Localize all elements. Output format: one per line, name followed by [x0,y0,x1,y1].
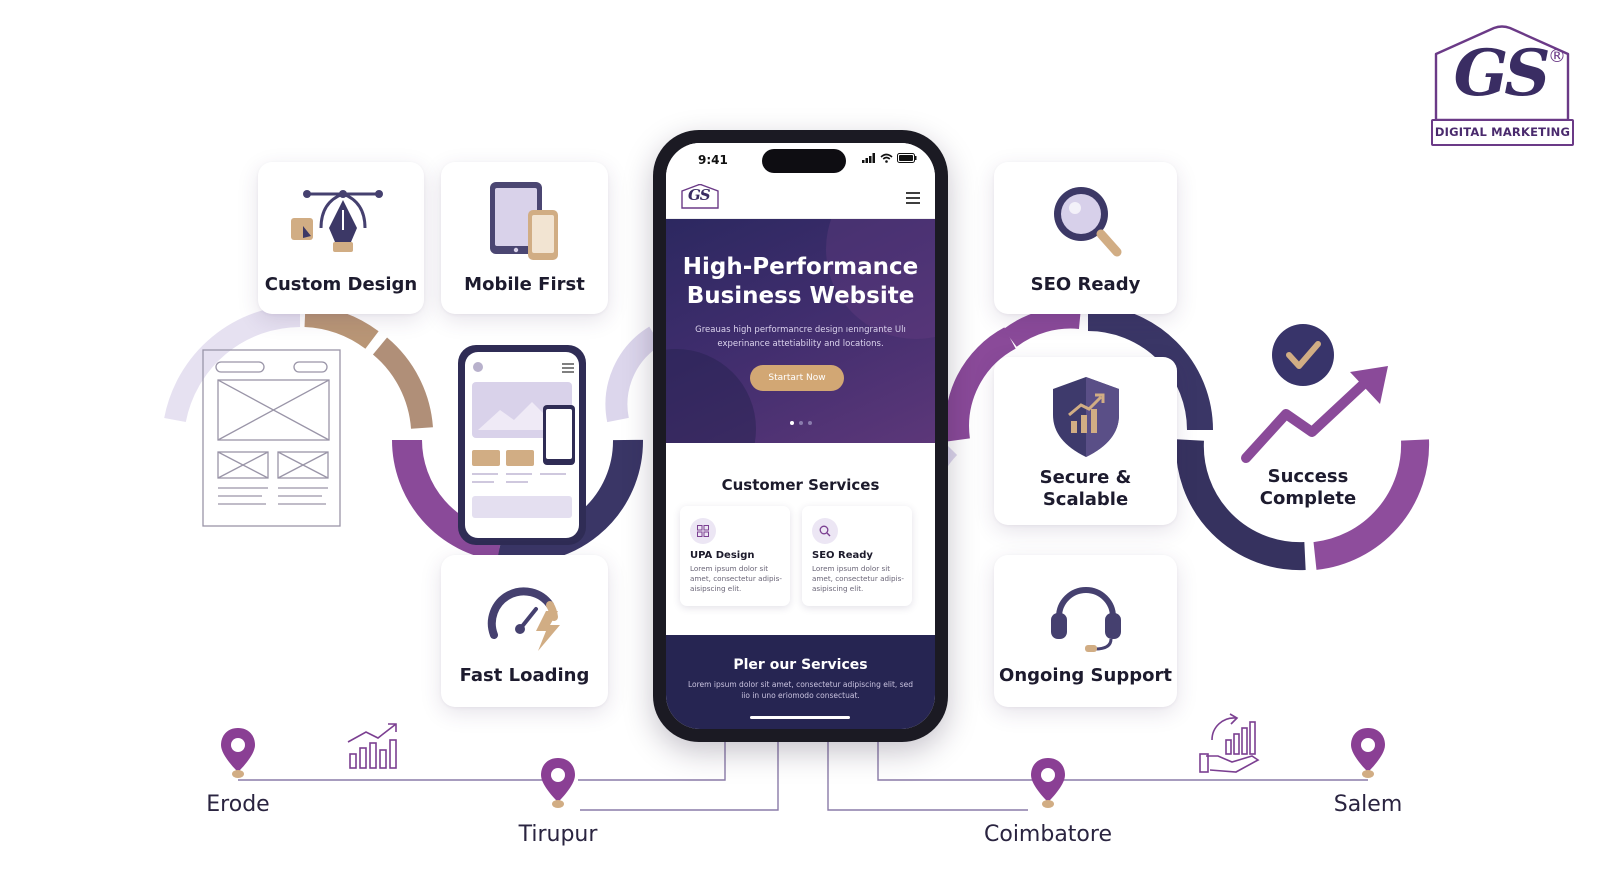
location-salem: Salem [1333,792,1403,817]
hero-banner: High-Performance Business Website Greaua… [666,219,935,443]
logo-text: GS [1453,36,1551,111]
pen-tool-icon [258,180,424,260]
mobile-mockup-illustration [458,345,586,545]
phone-mockup: 9:41 [653,130,948,742]
feature-card-secure-scalable[interactable]: Secure & Scalable [994,357,1177,525]
shield-chart-icon [994,373,1177,457]
feature-label: Custom Design [264,274,418,295]
dynamic-island [762,149,846,173]
carousel-dot[interactable] [798,421,803,425]
location-pin-icon [221,728,255,778]
feature-card-ongoing-support[interactable]: Ongoing Support [994,555,1177,707]
feature-label: Mobile First [464,274,585,295]
feature-card-seo-ready[interactable]: SEO Ready [994,162,1177,314]
feature-card-custom-design[interactable]: Custom Design [258,162,424,314]
status-bar: 9:41 [666,143,935,185]
service-title: UPA Design [690,550,755,561]
hamburger-menu-icon[interactable] [905,191,921,205]
feature-label: Fast Loading [459,665,590,686]
battery-icon [897,153,917,163]
hand-chart-icon [1199,713,1260,773]
feature-label: Ongoing Support [999,665,1172,686]
footer-title: Pler our Services [733,657,868,673]
brand-logo[interactable]: GS ® [1428,24,1576,150]
status-time: 9:41 [698,153,728,167]
feature-label: SEO Ready [1030,274,1141,295]
footer-text: Lorem ipsum dolor sit amet, consectetur … [688,680,913,700]
feature-label: Secure & Scalable [1039,467,1132,510]
app-logo-text: GS [688,186,711,204]
feature-card-mobile-first[interactable]: Mobile First [441,162,608,314]
carousel-dots[interactable] [666,421,935,425]
speedometer-icon [441,577,608,657]
location-tirupur: Tirupur [518,822,598,847]
headset-icon [994,575,1177,655]
phone-screen: 9:41 [666,143,935,729]
location-coimbatore: Coimbatore [984,822,1112,847]
signal-icon [862,153,875,163]
location-pin-icon [1351,728,1385,778]
magnifier-icon [994,180,1177,260]
hero-text: Greauas high performancre design ıenngra… [695,325,906,349]
brand-subtitle: DIGITAL MARKETING [1431,119,1574,146]
grid-icon [690,518,716,544]
service-text: Lorem ipsum dolor sit amet, consectetur … [690,564,782,593]
search-icon [812,518,838,544]
success-complete-label: Success Complete [1259,466,1357,509]
app-logo-badge-icon [681,183,719,209]
feature-card-fast-loading[interactable]: Fast Loading [441,555,608,707]
services-title: Customer Services [721,476,880,494]
start-now-button[interactable]: Startart Now [750,365,844,391]
hero-title: High-Performance Business Website [682,254,919,309]
service-text: Lorem ipsum dolor sit amet, consectetur … [812,564,904,593]
service-card-upa-design[interactable]: UPA Design Lorem ipsum dolor sit amet, c… [680,506,790,606]
wifi-icon [880,153,893,163]
home-indicator[interactable] [750,716,850,719]
registered-mark: ® [1548,46,1566,67]
growth-bars-icon [347,723,397,769]
carousel-dot[interactable] [789,421,794,425]
service-card-seo-ready[interactable]: SEO Ready Lorem ipsum dolor sit amet, co… [802,506,912,606]
location-erode: Erode [206,792,270,817]
app-logo[interactable]: GS [680,183,720,210]
logo-badge-icon [1434,25,1570,122]
wireframe-sketch [202,349,341,527]
success-illustration [1241,324,1388,463]
devices-icon [441,180,608,260]
status-icons [862,153,917,163]
hero-background-shape [666,219,935,443]
services-section: Customer Services UPA Design Lorem ipsum… [666,443,935,635]
carousel-dot[interactable] [807,421,812,425]
services-footer: Pler our Services Lorem ipsum dolor sit … [666,635,935,729]
location-pin-icon [1031,758,1065,808]
app-header: GS [666,179,935,219]
location-pin-icon [541,758,575,808]
service-title: SEO Ready [812,550,873,561]
